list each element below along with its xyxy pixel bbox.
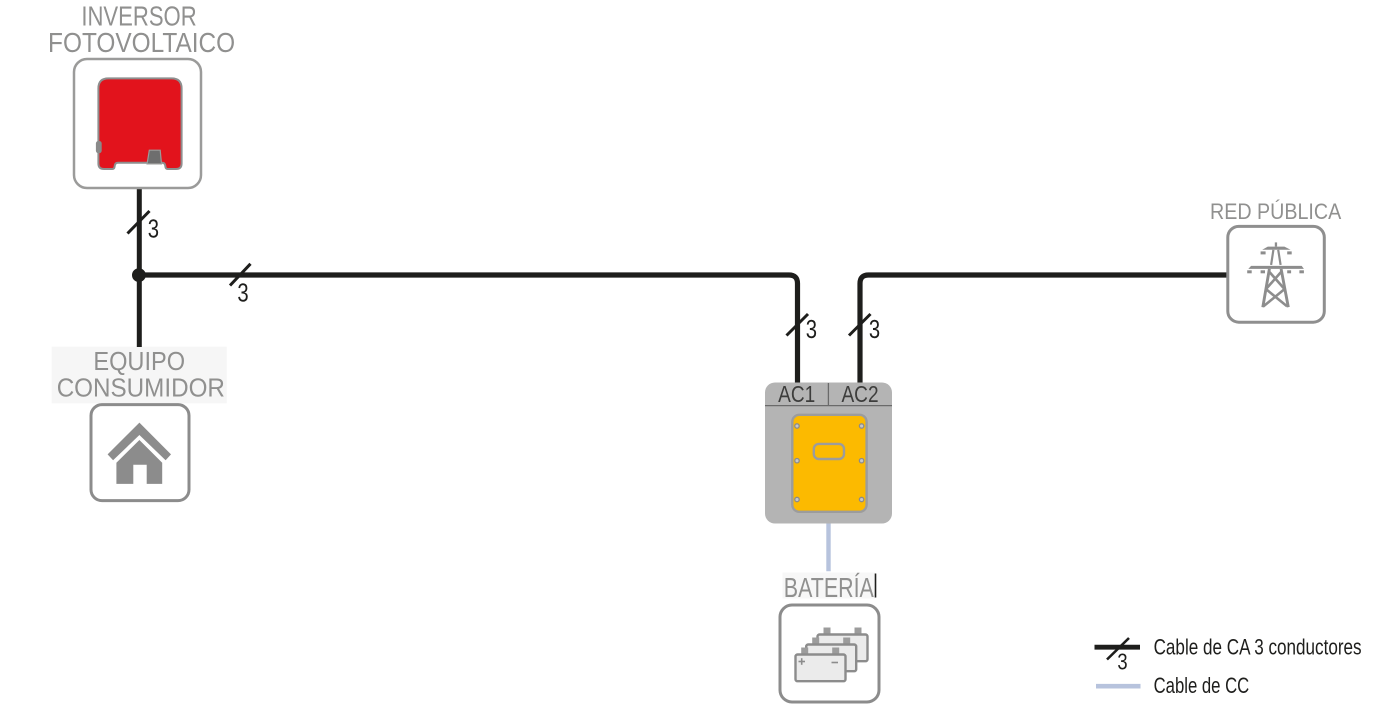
svg-text:3: 3 — [237, 278, 248, 307]
svg-text:FOTOVOLTAICO: FOTOVOLTAICO — [48, 26, 235, 58]
svg-text:3: 3 — [869, 315, 880, 344]
svg-text:3: 3 — [1117, 650, 1127, 675]
svg-text:AC1: AC1 — [778, 382, 815, 407]
svg-text:3: 3 — [148, 214, 159, 243]
svg-text:BATERÍA: BATERÍA — [784, 571, 874, 604]
svg-text:RED PÚBLICA: RED PÚBLICA — [1210, 200, 1341, 224]
svg-text:CONSUMIDOR: CONSUMIDOR — [57, 374, 225, 403]
svg-text:3: 3 — [806, 315, 817, 344]
svg-text:AC2: AC2 — [841, 382, 878, 407]
svg-text:Cable de CC: Cable de CC — [1154, 674, 1250, 699]
svg-text:INVERSOR: INVERSOR — [81, 1, 196, 32]
svg-text:EQUIPO: EQUIPO — [93, 348, 185, 376]
svg-text:Cable de CA 3 conductores: Cable de CA 3 conductores — [1154, 635, 1362, 660]
